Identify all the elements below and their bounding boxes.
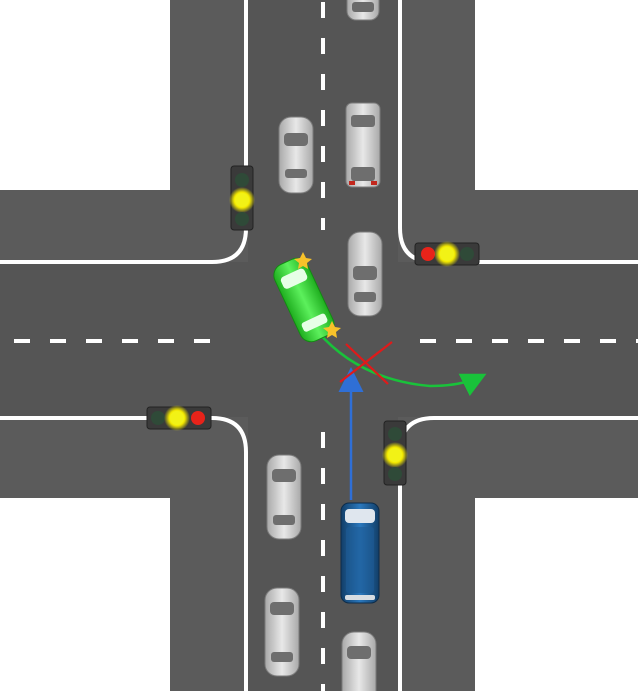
- lamp-off-icon: [151, 411, 165, 425]
- traffic-light-se: [382, 420, 408, 486]
- lamp-red-icon: [421, 247, 435, 261]
- lane-markings: [14, 2, 638, 691]
- lamp-red-icon: [191, 411, 205, 425]
- lamp-off-icon: [388, 427, 402, 441]
- blinker-front-icon: [294, 252, 312, 269]
- lamp-off-icon: [235, 212, 249, 226]
- left-blinker-icon: [294, 252, 341, 338]
- lamp-off-icon: [235, 173, 249, 187]
- traffic-light-sw: [146, 405, 212, 431]
- lamp-off-icon: [460, 247, 474, 261]
- conflict-cross-icon: [339, 341, 393, 385]
- vehicle-parked-nw: [278, 116, 314, 194]
- lamp-yellow-icon: [388, 448, 402, 462]
- vehicle-parked-north-lane: [347, 231, 383, 317]
- green-turn-path: [317, 331, 487, 397]
- lamp-off-icon: [388, 467, 402, 481]
- lamp-yellow-icon: [235, 193, 249, 207]
- curb-sw: [0, 416, 248, 691]
- blinker-rear-icon: [323, 321, 341, 338]
- vehicle-south-left-2: [264, 587, 300, 677]
- lamp-yellow-icon: [170, 411, 184, 425]
- vehicle-green-car: [273, 257, 335, 343]
- vehicle-queued-north: [345, 102, 381, 188]
- vehicle-south-right: [341, 631, 377, 691]
- vehicle-south-left-1: [266, 454, 302, 540]
- lamp-yellow-icon: [440, 247, 454, 261]
- lane-east: [398, 262, 638, 417]
- traffic-light-ne: [414, 241, 480, 267]
- vehicle-blue-van: [340, 502, 380, 604]
- vehicle-oncoming-top: [346, 0, 380, 21]
- traffic-light-nw: [229, 165, 255, 231]
